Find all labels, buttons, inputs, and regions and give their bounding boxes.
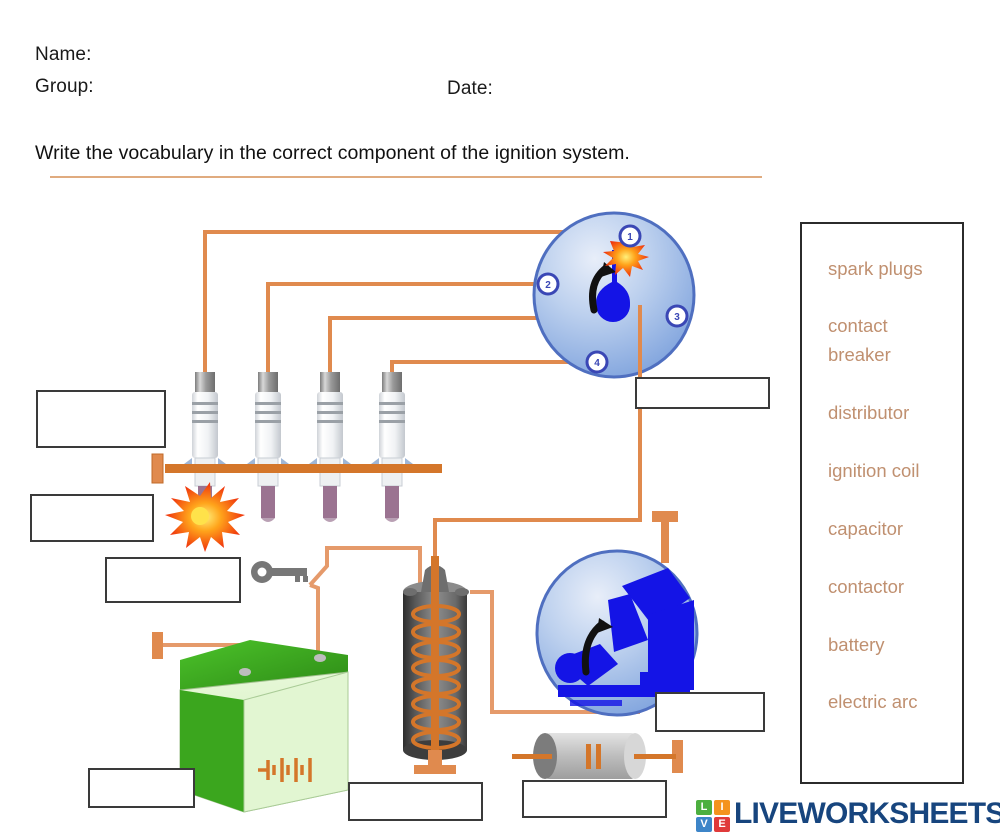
- vocab-item-spark-plugs[interactable]: spark plugs: [828, 258, 923, 279]
- answer-box-battery[interactable]: [88, 768, 195, 808]
- answer-box-distributor[interactable]: [635, 377, 770, 409]
- logo-wordmark: LIVEWORKSHEETS: [734, 797, 1000, 830]
- logo-cell-v: V: [696, 817, 712, 832]
- contactor-terminal-post: [652, 511, 678, 563]
- capacitor-graphic: [512, 733, 683, 779]
- svg-text:4: 4: [594, 358, 600, 369]
- logo-letter-grid: L I V E: [696, 800, 730, 832]
- key-switch-graphic: [251, 561, 308, 583]
- answer-box-spark-plugs[interactable]: [36, 390, 166, 448]
- vocab-item-contact[interactable]: contact: [828, 315, 888, 336]
- name-label: Name:: [35, 44, 92, 65]
- date-label: Date:: [447, 78, 493, 99]
- electric-arc-graphic: [165, 482, 245, 552]
- liveworksheets-logo[interactable]: L I V E LIVEWORKSHEETS: [696, 797, 1000, 834]
- answer-box-electric-arc[interactable]: [30, 494, 154, 542]
- ignition-coil-graphic: [403, 556, 469, 774]
- distributor-spark-icon: [603, 237, 649, 277]
- vocab-item-capacitor[interactable]: capacitor: [828, 518, 904, 539]
- distributor-graphic: 1 2 3 4: [532, 211, 696, 379]
- contactor-graphic: [535, 549, 699, 717]
- answer-box-ignition-coil[interactable]: [348, 782, 483, 821]
- svg-text:3: 3: [674, 312, 680, 323]
- logo-cell-l: L: [696, 800, 712, 815]
- svg-text:1: 1: [627, 232, 633, 243]
- instruction-underline: [50, 176, 762, 178]
- vocab-item-breaker[interactable]: breaker: [828, 344, 891, 365]
- vocab-item-distributor[interactable]: distributor: [828, 402, 910, 423]
- distributor-terminals: 1 2 3 4: [536, 224, 689, 374]
- svg-text:2: 2: [545, 280, 551, 291]
- secondary-wire-group: [433, 305, 642, 590]
- ground-rail: [151, 453, 442, 484]
- answer-box-capacitor[interactable]: [522, 780, 667, 818]
- vocab-item-contactor[interactable]: contactor: [828, 576, 905, 597]
- vocabulary-panel: spark plugs contact breaker distributor …: [800, 222, 964, 784]
- vocab-item-electric-arc[interactable]: electric arc: [828, 691, 918, 712]
- logo-cell-e: E: [714, 817, 730, 832]
- group-label: Group:: [35, 76, 94, 97]
- logo-cell-i: I: [714, 800, 730, 815]
- instruction-text: Write the vocabulary in the correct comp…: [35, 142, 630, 164]
- vocab-item-battery[interactable]: battery: [828, 634, 885, 655]
- vocab-item-ignition-coil[interactable]: ignition coil: [828, 460, 920, 481]
- ground-symbol-battery: [152, 632, 163, 659]
- answer-box-contactor-key[interactable]: [105, 557, 241, 603]
- battery-graphic: [179, 640, 349, 813]
- answer-box-capacitor-right[interactable]: [655, 692, 765, 732]
